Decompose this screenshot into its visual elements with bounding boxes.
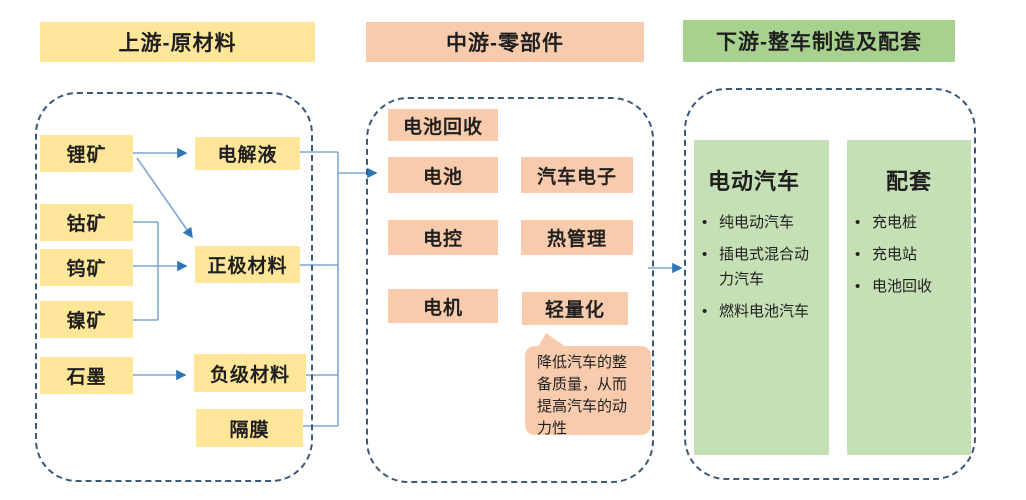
- bullet-icon: •: [702, 246, 708, 263]
- bullet-icon: •: [855, 278, 861, 295]
- downstream-header: 下游-整车制造及配套: [683, 20, 955, 62]
- supporting-panel-title: 配套: [885, 169, 932, 194]
- supporting-item-charging-pile: 充电桩: [872, 214, 918, 231]
- node-electronic-control: 电控: [388, 220, 498, 255]
- lightweighting-callout: 降低汽车的整备质量，从而提高汽车的动力性: [525, 346, 651, 437]
- bullet-icon: •: [702, 214, 708, 231]
- ev-item-fcev: 燃料电池汽车: [719, 303, 810, 320]
- list-item: • 插电式混合动力汽车: [702, 242, 823, 292]
- bullet-icon: •: [855, 246, 861, 263]
- node-auto-electronics: 汽车电子: [521, 157, 633, 193]
- node-cobalt-ore: 钴矿: [40, 204, 133, 241]
- node-graphite: 石墨: [40, 357, 133, 394]
- node-anode-material: 负级材料: [194, 354, 306, 392]
- bullet-icon: •: [702, 303, 708, 320]
- upstream-header: 上游-原材料: [40, 22, 315, 62]
- midstream-container: [366, 97, 654, 483]
- list-item: • 电池回收: [855, 274, 965, 299]
- supporting-item-charging-station: 充电站: [872, 246, 918, 263]
- panel-electric-vehicles: 电动汽车 • 纯电动汽车 • 插电式混合动力汽车 • 燃料电池汽车: [694, 140, 829, 455]
- callout-pointer: [538, 333, 566, 347]
- upstream-container: [35, 92, 313, 482]
- node-electrolyte: 电解液: [195, 137, 300, 170]
- node-nickel-ore: 镍矿: [40, 301, 133, 338]
- ev-panel-title: 电动汽车: [708, 169, 801, 194]
- ev-item-phev: 插电式混合动力汽车: [719, 246, 810, 288]
- node-thermal-management: 热管理: [521, 220, 633, 255]
- node-separator: 隔膜: [196, 409, 303, 447]
- node-battery: 电池: [388, 157, 498, 193]
- list-item: • 燃料电池汽车: [702, 299, 823, 324]
- list-item: • 纯电动汽车: [702, 210, 823, 235]
- supporting-item-battery-recycling: 电池回收: [872, 278, 933, 295]
- node-motor: 电机: [388, 289, 498, 323]
- ev-item-bev: 纯电动汽车: [719, 214, 795, 231]
- list-item: • 充电桩: [855, 210, 965, 235]
- bullet-icon: •: [855, 214, 861, 231]
- panel-supporting: 配套 • 充电桩 • 充电站 • 电池回收: [847, 140, 971, 455]
- node-battery-recycling: 电池回收: [388, 109, 498, 141]
- node-tungsten-ore: 钨矿: [40, 249, 133, 286]
- downstream-container: [684, 88, 976, 480]
- node-lightweighting: 轻量化: [522, 292, 628, 325]
- list-item: • 充电站: [855, 242, 965, 267]
- node-lithium-ore: 锂矿: [40, 135, 133, 172]
- midstream-header: 中游-零部件: [366, 22, 644, 62]
- node-cathode-material: 正极材料: [195, 246, 300, 283]
